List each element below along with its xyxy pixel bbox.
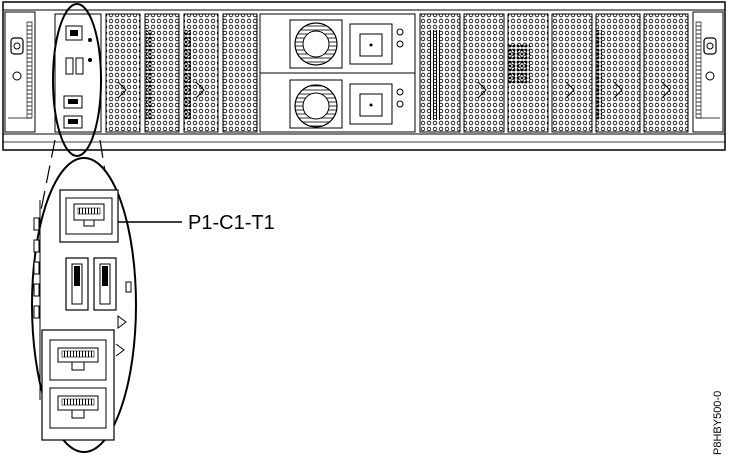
system-port-module: [54, 13, 102, 133]
pcie-slot: [551, 13, 593, 133]
pcie-slot: [222, 13, 258, 133]
usb-port-thumb: [75, 57, 84, 75]
rj45-ports-bottom: [41, 329, 115, 441]
pcie-slot: [643, 13, 689, 133]
right-pcie-slots: [419, 13, 689, 133]
power-fan-block: [259, 13, 416, 133]
figure-id: P8HBY500-0: [712, 391, 724, 455]
rj45-port-t1: [59, 189, 119, 243]
left-pcie-slots: [105, 13, 258, 133]
pcie-slot: [105, 13, 141, 133]
pcie-slot: [463, 13, 505, 133]
callout-label: P1-C1-T1: [188, 212, 275, 234]
zoom-detail: [31, 157, 137, 453]
power-supply: [349, 23, 404, 65]
fan: [289, 19, 343, 69]
server-chassis: [2, 1, 726, 151]
left-rack-ear: [4, 11, 36, 133]
usb-ports: [65, 257, 132, 311]
usb-port-thumb: [65, 57, 74, 75]
highlight-ellipse: [52, 3, 102, 157]
power-supply: [349, 83, 404, 125]
pcie-slot: [595, 13, 641, 133]
right-rack-ear: [692, 11, 724, 133]
fan: [289, 79, 343, 129]
